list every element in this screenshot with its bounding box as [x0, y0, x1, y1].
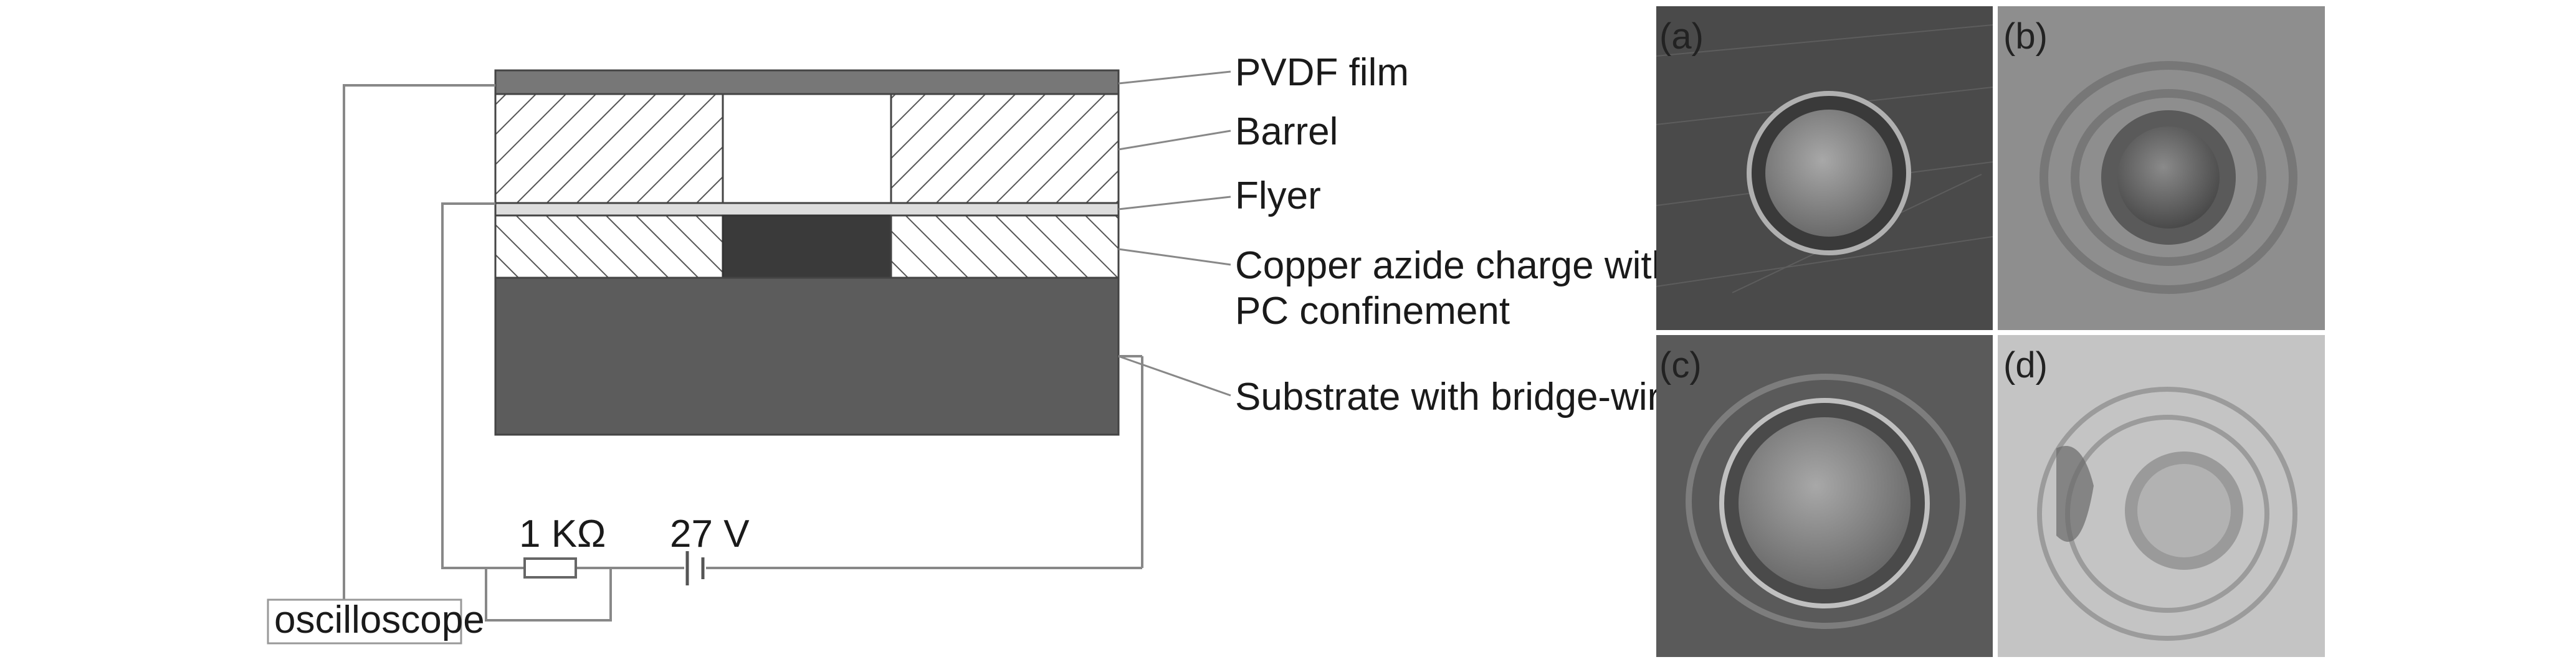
- flyer-layer: [494, 202, 1120, 217]
- pvdf-film-layer: [494, 69, 1120, 95]
- photo-panel-b: (b): [1998, 6, 2325, 330]
- label-barrel: Barrel: [1235, 110, 1338, 153]
- label-panel-c: (c): [1659, 345, 1702, 385]
- oscilloscope-box: [267, 598, 462, 645]
- charge-core: [722, 214, 892, 279]
- label-panel-d: (d): [2003, 345, 2048, 385]
- charge-right: [890, 214, 1120, 279]
- label-substrate: Substrate with bridge-wire: [1235, 376, 1682, 418]
- leader-lines: [1118, 70, 1231, 397]
- circuit-wires: [343, 84, 1143, 622]
- photo-panel-a: (a): [1656, 6, 1993, 330]
- charge-left: [494, 214, 724, 279]
- barrel-right: [890, 93, 1120, 204]
- label-charge-line2: PC confinement: [1235, 290, 1510, 333]
- photo-panels: (a) (b) (c): [1656, 6, 2325, 657]
- barrel-left: [494, 93, 724, 204]
- label-voltage: 27 V: [670, 513, 750, 556]
- substrate-layer: [494, 277, 1120, 436]
- label-pvdf-film: PVDF film: [1235, 51, 1409, 94]
- label-charge-line1: Copper azide charge with: [1235, 244, 1673, 287]
- label-panel-a: (a): [1659, 16, 1704, 57]
- resistor: [523, 557, 577, 579]
- battery: [685, 551, 705, 585]
- label-oscilloscope: oscilloscope: [274, 598, 485, 641]
- label-resistor: 1 KΩ: [519, 513, 606, 556]
- photo-panel-c: (c): [1656, 335, 1993, 657]
- barrel-bore: [722, 93, 892, 204]
- label-flyer: Flyer: [1235, 174, 1321, 217]
- label-panel-b: (b): [2003, 16, 2048, 57]
- schematic: PVDF film Barrel Flyer Copper azide char…: [267, 51, 1682, 645]
- photo-panel-d: (d): [1998, 335, 2325, 657]
